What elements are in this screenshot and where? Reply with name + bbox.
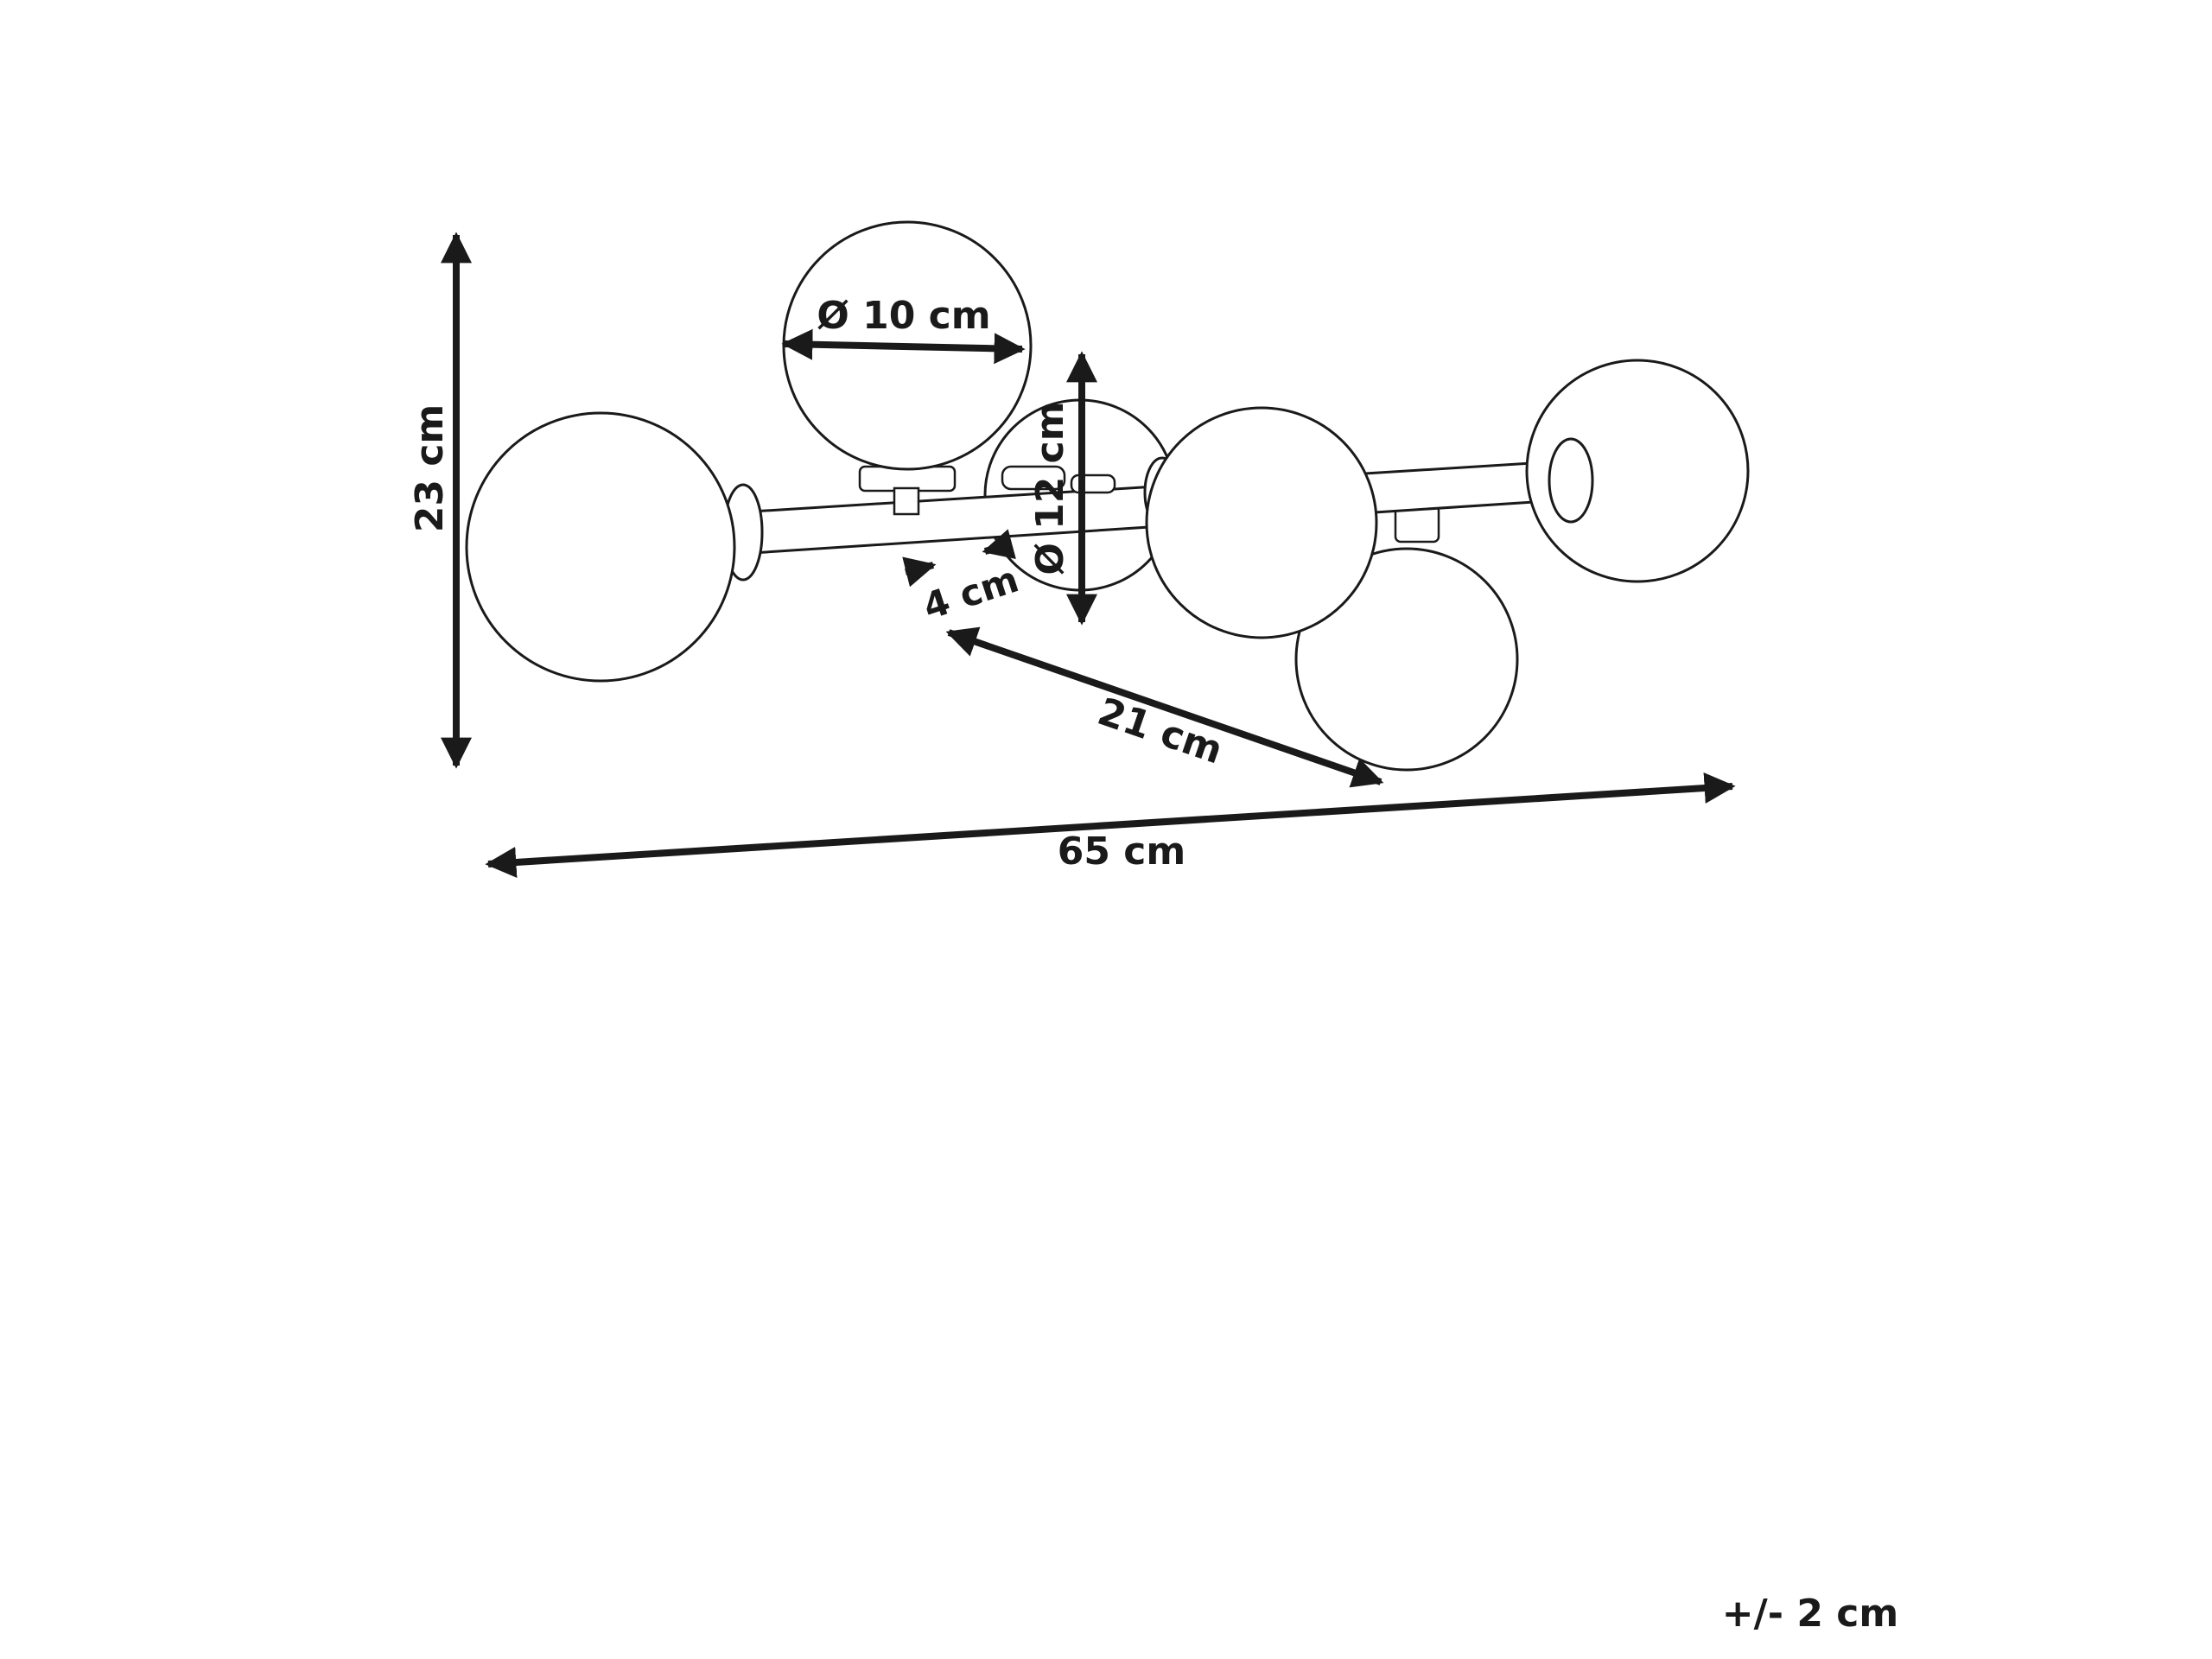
dimension-height-label: 23 cm bbox=[408, 404, 452, 532]
dimension-width-label: 65 cm bbox=[1058, 830, 1185, 874]
mount-rod-center bbox=[1001, 465, 1066, 491]
dimension-width-line bbox=[485, 772, 1736, 878]
dimension-globe-small-line bbox=[781, 328, 1026, 365]
dimension-globe-small-label: Ø 10 cm bbox=[817, 294, 990, 338]
globe-socket-right bbox=[1548, 437, 1594, 524]
globe-right bbox=[1525, 359, 1750, 583]
globe-stem-top bbox=[893, 486, 920, 516]
dimension-offset-line-b bbox=[982, 529, 1016, 560]
dimension-arm-length-line bbox=[945, 626, 1384, 788]
tolerance-note: +/- 2 cm bbox=[1722, 1592, 1898, 1636]
dimension-globe-large-label: Ø 12 cm bbox=[1028, 401, 1072, 575]
mount-rod-small bbox=[1070, 474, 1116, 494]
dimension-offset-line-a bbox=[902, 556, 937, 588]
globe-center bbox=[1145, 406, 1378, 639]
globe-left bbox=[465, 411, 736, 683]
